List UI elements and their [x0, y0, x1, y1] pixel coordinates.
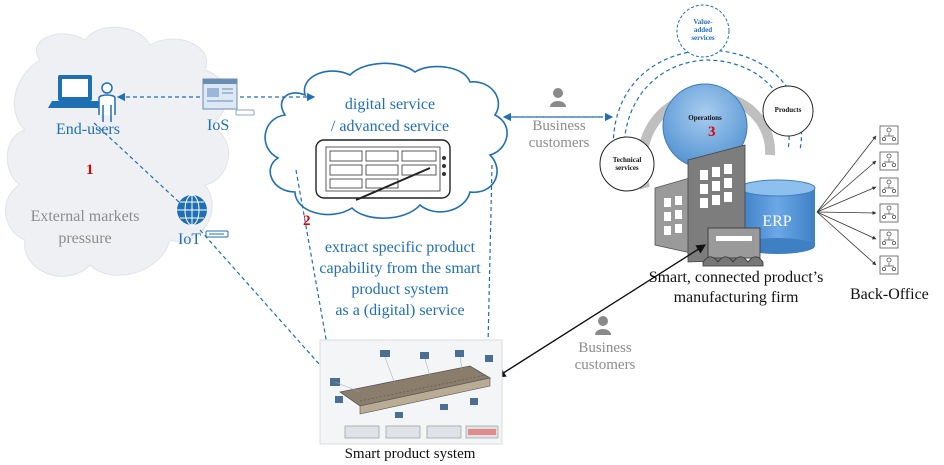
- digital-service-label: digital service / advanced service: [320, 94, 460, 138]
- extract-line-2: capability from the smart: [319, 260, 481, 277]
- business-customers-bottom-line-2: customers: [574, 357, 636, 373]
- value-added-line-3: services: [691, 34, 715, 42]
- operations-label: Operations: [688, 114, 722, 122]
- manufacturing-firm-line-1: Smart, connected product’s: [648, 269, 824, 286]
- extract-capability-label: extract specific product capability from…: [305, 237, 495, 321]
- firm-product-link: [495, 244, 707, 378]
- external-markets-label: External markets pressure: [10, 206, 160, 250]
- manufacturing-firm-line-2: manufacturing firm: [673, 289, 799, 306]
- technical-services-label: Technical services: [600, 156, 654, 172]
- browser-window-icon: [202, 78, 255, 116]
- step-number-1: 1: [86, 162, 94, 178]
- end-users-label: End-users: [56, 121, 120, 138]
- value-added-services-circle: [676, 4, 730, 58]
- tablet-device-icon: [315, 139, 451, 201]
- external-markets-line-2: pressure: [58, 230, 112, 247]
- factory-building-icon: [654, 144, 764, 267]
- products-circle: [762, 85, 814, 137]
- digital-service-line-2: / advanced service: [330, 118, 450, 135]
- erp-label: ERP: [762, 213, 792, 230]
- extract-line-3: product system: [351, 281, 449, 298]
- external-markets-line-1: External markets: [30, 208, 140, 225]
- back-office-label: Back-Office: [850, 286, 929, 303]
- computer-user-icon: [48, 75, 116, 122]
- smart-product-system-image: [319, 339, 503, 445]
- step-number-3: 3: [708, 124, 716, 140]
- ios-label: IoS: [207, 117, 230, 134]
- business-customers-top-line-1: Business: [532, 118, 586, 134]
- smart-product-system-label: Smart product system: [344, 446, 476, 462]
- value-added-line-2: added: [693, 26, 713, 34]
- value-added-line-1: Value-: [693, 18, 713, 26]
- extract-line-4: as a (digital) service: [335, 302, 465, 319]
- person-silhouette-icon: [550, 88, 611, 335]
- technical-services-line-2: services: [615, 164, 639, 172]
- extract-line-1: extract specific product: [324, 239, 476, 256]
- products-label: Products: [774, 106, 802, 114]
- business-customers-bottom-label: Business customers: [560, 340, 650, 374]
- technical-services-line-1: Technical: [612, 156, 642, 164]
- dashed-connectors: [93, 92, 614, 375]
- manufacturing-firm-label: Smart, connected product’s manufacturing…: [638, 268, 834, 308]
- back-office-links: [816, 135, 877, 266]
- globe-network-icon: [177, 194, 229, 238]
- value-added-services-label: Value- added services: [678, 18, 728, 42]
- business-customers-top-label: Business customers: [514, 118, 604, 152]
- org-chart-icon: [879, 125, 899, 275]
- step-number-2: 2: [303, 213, 311, 229]
- business-customers-bottom-line-1: Business: [578, 340, 632, 356]
- business-customers-top-line-2: customers: [528, 135, 590, 151]
- iot-label: IoT: [178, 231, 202, 248]
- digital-service-line-1: digital service: [344, 96, 436, 113]
- technical-services-circle: [599, 136, 655, 192]
